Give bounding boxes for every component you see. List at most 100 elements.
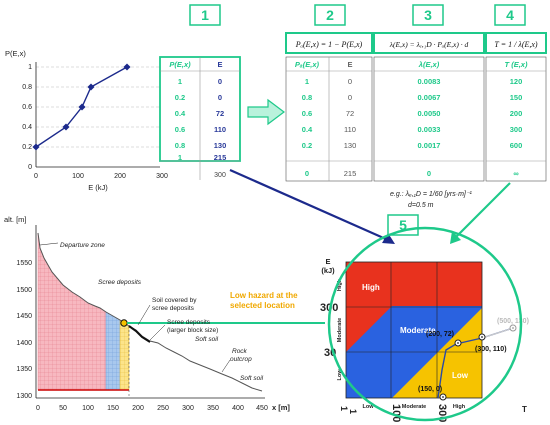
step-number: 3 bbox=[424, 7, 432, 23]
svg-text:0.2: 0.2 bbox=[302, 141, 312, 150]
svg-text:450: 450 bbox=[256, 405, 268, 412]
svg-text:130: 130 bbox=[214, 141, 227, 150]
plot-p-vs-e: P(E,x) 1 0.8 0.6 0.4 0.2 0 0 100 200 300… bbox=[5, 49, 168, 192]
scree-zone-pink bbox=[37, 232, 107, 391]
table4-formula: T = 1 / λ(E,x) bbox=[494, 40, 537, 49]
matrix-ylabel: E bbox=[325, 257, 330, 266]
svg-text:0: 0 bbox=[348, 77, 352, 86]
profile-ylabel: alt. [m] bbox=[4, 215, 27, 224]
table3-cell: 0 bbox=[427, 169, 431, 178]
table2-formula: Pₐ(E,x) = 1 − P(E,x) bbox=[295, 40, 363, 49]
svg-text:1400: 1400 bbox=[16, 340, 32, 347]
label-scree-larger: Scree deposits bbox=[167, 319, 211, 326]
arrow-right-icon bbox=[247, 98, 285, 126]
table4-cell: 300 bbox=[510, 125, 523, 134]
table-4: T = 1 / λ(E,x) T (E,x) 120 150 200 300 6… bbox=[485, 32, 547, 182]
step-number: 4 bbox=[506, 7, 514, 23]
svg-text:215: 215 bbox=[214, 153, 227, 162]
matrix-point-dot bbox=[512, 327, 514, 329]
label-departure-zone: Departure zone bbox=[60, 242, 105, 249]
svg-text:High: High bbox=[453, 404, 466, 410]
svg-text:72: 72 bbox=[216, 109, 224, 118]
svg-text:0.8: 0.8 bbox=[175, 141, 185, 150]
matrix-point-dot bbox=[457, 342, 459, 344]
svg-text:1350: 1350 bbox=[16, 366, 32, 373]
table-2: Pₐ(E,x) = 1 − P(E,x) Pₐ(E,x) E 1 0.8 0.6… bbox=[285, 32, 373, 182]
svg-text:200: 200 bbox=[132, 405, 144, 412]
table3-note: d=0.5 m bbox=[408, 202, 434, 209]
table3-cell: 0.0083 bbox=[418, 77, 441, 86]
plot1-point bbox=[123, 63, 131, 71]
step-number: 1 bbox=[201, 7, 209, 23]
svg-text:0.2: 0.2 bbox=[175, 93, 185, 102]
scree-zone-yellow bbox=[119, 319, 130, 391]
table3-note: e.g.: λₑ,₁D = 1/60 [yrs·m]⁻¹ bbox=[390, 191, 473, 198]
svg-text:215: 215 bbox=[344, 169, 357, 178]
zone-label-high: High bbox=[362, 283, 380, 292]
svg-text:250: 250 bbox=[157, 405, 169, 412]
plot1-markers bbox=[32, 63, 131, 151]
svg-text:100: 100 bbox=[390, 404, 402, 422]
svg-text:200: 200 bbox=[114, 173, 126, 180]
matrix-point-dot bbox=[481, 336, 483, 338]
svg-text:1450: 1450 bbox=[16, 313, 32, 320]
step-box-2: 2 bbox=[314, 4, 346, 26]
step-box-1: 1 bbox=[189, 4, 221, 26]
svg-text:0.6: 0.6 bbox=[175, 125, 185, 134]
zone-label-moderate: Moderate bbox=[400, 326, 436, 335]
svg-text:1: 1 bbox=[305, 77, 309, 86]
svg-text:0.4: 0.4 bbox=[22, 124, 32, 131]
svg-text:0.8: 0.8 bbox=[22, 84, 32, 91]
matrix-grid bbox=[346, 262, 482, 398]
table1-col-p: 1 0.2 0.4 0.6 0.8 1 bbox=[175, 77, 186, 162]
label-low-hazard: selected location bbox=[230, 301, 295, 310]
table1-col-e: 0 0 72 110 130 215 bbox=[214, 77, 227, 162]
label-low-hazard: Low hazard at the bbox=[230, 291, 298, 300]
svg-text:(300, 110): (300, 110) bbox=[475, 346, 507, 353]
svg-text:0: 0 bbox=[305, 169, 309, 178]
table2-col-e: 0 0 72 110 130 215 bbox=[344, 77, 357, 178]
slope-profile: alt. [m] 1550 1500 1450 1400 1350 1300 0… bbox=[4, 215, 325, 412]
svg-text:300: 300 bbox=[182, 405, 194, 412]
matrix-point-dot bbox=[442, 396, 444, 398]
table1-extra-tick: 300 bbox=[214, 172, 226, 179]
svg-text:Moderate: Moderate bbox=[337, 318, 343, 342]
plot1-point bbox=[78, 103, 86, 111]
svg-text:Moderate: Moderate bbox=[402, 404, 426, 410]
table4-cell: 200 bbox=[510, 109, 523, 118]
svg-text:0: 0 bbox=[36, 405, 40, 412]
scree-deposit-thick bbox=[128, 325, 151, 343]
label-rock: Rock bbox=[232, 348, 248, 355]
svg-text:130: 130 bbox=[344, 141, 357, 150]
svg-text:350: 350 bbox=[207, 405, 219, 412]
label-soil-covered: scree deposits bbox=[152, 305, 195, 312]
profile-xticks: 0 50 100 150 200 250 300 350 400 450 bbox=[36, 405, 268, 412]
table1-header: E bbox=[217, 60, 222, 69]
table2-col-pa: 1 0.8 0.6 0.4 0.2 0 bbox=[302, 77, 313, 178]
plot1-point bbox=[87, 83, 95, 91]
matrix-point-labels: (500, 130) (200, 72) (300, 110) (150, 0) bbox=[418, 318, 529, 393]
table3-cell: 0.0033 bbox=[418, 125, 441, 134]
svg-text:400: 400 bbox=[232, 405, 244, 412]
plot1-ylabel: P(E,x) bbox=[5, 49, 26, 58]
svg-text:100: 100 bbox=[72, 173, 84, 180]
highlight-circle bbox=[327, 226, 523, 422]
table3-cell: 0.0017 bbox=[418, 141, 441, 150]
label-soft-soil: Soft soil bbox=[240, 375, 264, 382]
table3-cell: 0.0067 bbox=[418, 93, 441, 102]
matrix-xlabel: T bbox=[522, 405, 527, 414]
svg-text:72: 72 bbox=[346, 109, 354, 118]
svg-text:(150, 0): (150, 0) bbox=[418, 386, 442, 393]
label-scree-deposits: Scree deposits bbox=[98, 279, 142, 286]
step-number: 2 bbox=[326, 7, 334, 23]
svg-text:300: 300 bbox=[156, 173, 168, 180]
svg-text:1: 1 bbox=[348, 409, 358, 414]
svg-text:0: 0 bbox=[348, 93, 352, 102]
step-box-4: 4 bbox=[494, 4, 526, 26]
plot1-grid bbox=[36, 66, 160, 148]
table-1: P(E,x) E 1 0.2 0.4 0.6 0.8 1 0 0 72 110 … bbox=[159, 56, 241, 180]
svg-text:1: 1 bbox=[178, 77, 182, 86]
selected-location-marker bbox=[120, 319, 128, 327]
svg-text:0.4: 0.4 bbox=[175, 109, 186, 118]
